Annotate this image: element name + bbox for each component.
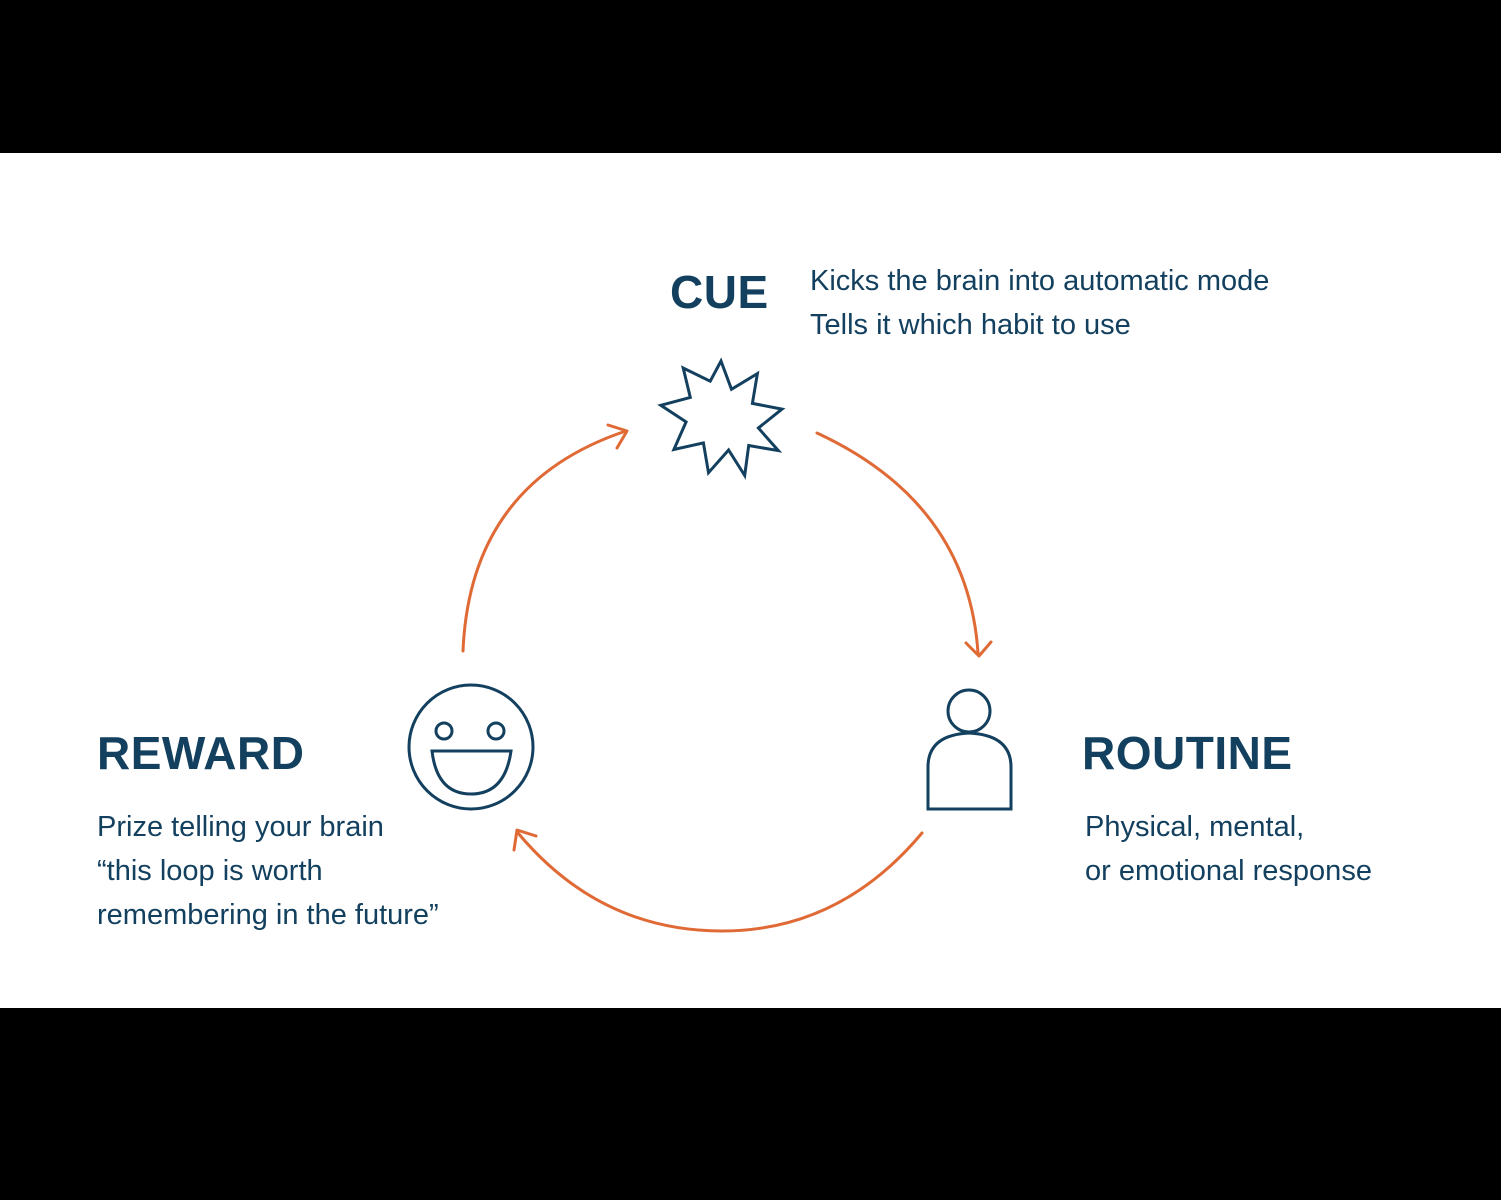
arrow-reward-to-cue (461, 423, 629, 653)
letterbox-top (0, 0, 1501, 153)
arrow-routine-to-reward (512, 828, 924, 933)
diagram-graphics (407, 357, 1013, 933)
person-icon (926, 688, 1013, 811)
cue-title: CUE (670, 266, 769, 318)
starburst-icon (657, 357, 786, 480)
routine-description-line: Physical, mental, (1085, 811, 1305, 843)
routine-description-line: or emotional response (1085, 855, 1372, 887)
reward-description-line: “this loop is worth (97, 855, 323, 887)
reward-description-line: Prize telling your brain (97, 811, 384, 843)
cue-description-line: Kicks the brain into automatic mode (810, 265, 1270, 297)
cue-description: Kicks the brain into automatic mode Tell… (810, 259, 1269, 347)
cue-description-line: Tells it which habit to use (810, 309, 1131, 341)
routine-title: ROUTINE (1082, 727, 1293, 779)
arrow-cue-to-routine (815, 431, 993, 658)
reward-title: REWARD (97, 727, 305, 779)
habit-loop-diagram: CUE Kicks the brain into automatic mode … (0, 153, 1501, 1008)
routine-description: Physical, mental, or emotional response (1085, 805, 1372, 893)
smiley-face-icon (407, 683, 535, 811)
reward-description-line: remembering in the future” (97, 899, 439, 931)
reward-description: Prize telling your brain “this loop is w… (97, 805, 439, 937)
letterbox-bottom (0, 1008, 1501, 1200)
